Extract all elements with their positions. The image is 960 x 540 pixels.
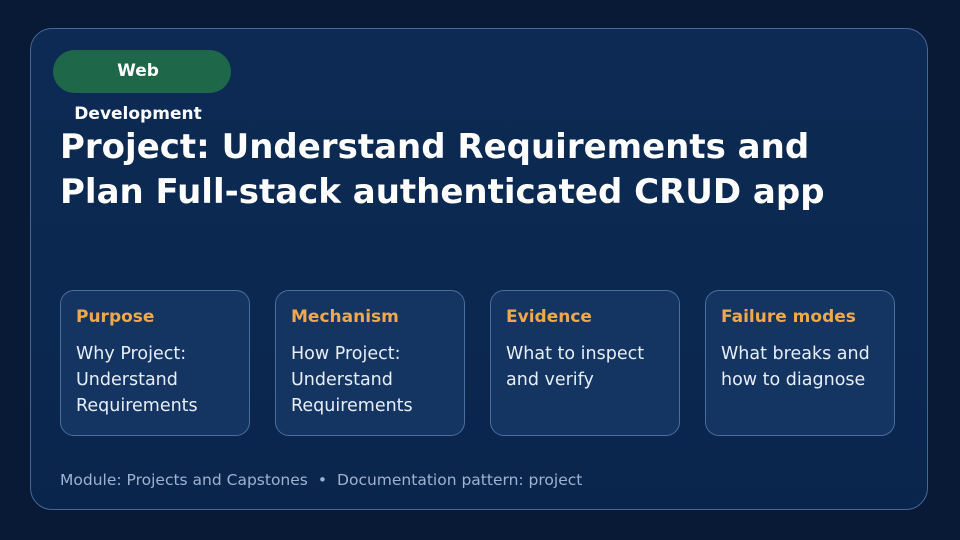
tile-heading: Failure modes xyxy=(721,307,856,327)
footer-module: Module: Projects and Capstones xyxy=(60,471,308,489)
footer-separator: • xyxy=(317,471,328,489)
tile-body: How Project: Understand Requirements xyxy=(291,344,413,416)
category-badge: Web Development xyxy=(53,50,231,124)
tile-body: What to inspect and verify xyxy=(506,344,645,390)
slide-title: Project: Understand Requirements and Pla… xyxy=(60,127,825,212)
tile-heading: Purpose xyxy=(76,307,155,327)
tile-body: What breaks and how to diagnose xyxy=(721,344,870,390)
tile-evidence: Evidence What to inspect and verify xyxy=(490,290,680,436)
tile-heading: Evidence xyxy=(506,307,592,327)
tile-heading: Mechanism xyxy=(291,307,399,327)
footer: Module: Projects and Capstones • Documenta… xyxy=(60,469,582,491)
tile-failure-modes: Failure modes What breaks and how to dia… xyxy=(705,290,895,436)
footer-pattern: Documentation pattern: project xyxy=(337,471,583,489)
tile-body: Why Project: Understand Requirements xyxy=(76,344,198,416)
slide-card: Web Development Project: Understand Requ… xyxy=(30,28,928,510)
tile-purpose: Purpose Why Project: Understand Requirem… xyxy=(60,290,250,436)
tile-mechanism: Mechanism How Project: Understand Requir… xyxy=(275,290,465,436)
